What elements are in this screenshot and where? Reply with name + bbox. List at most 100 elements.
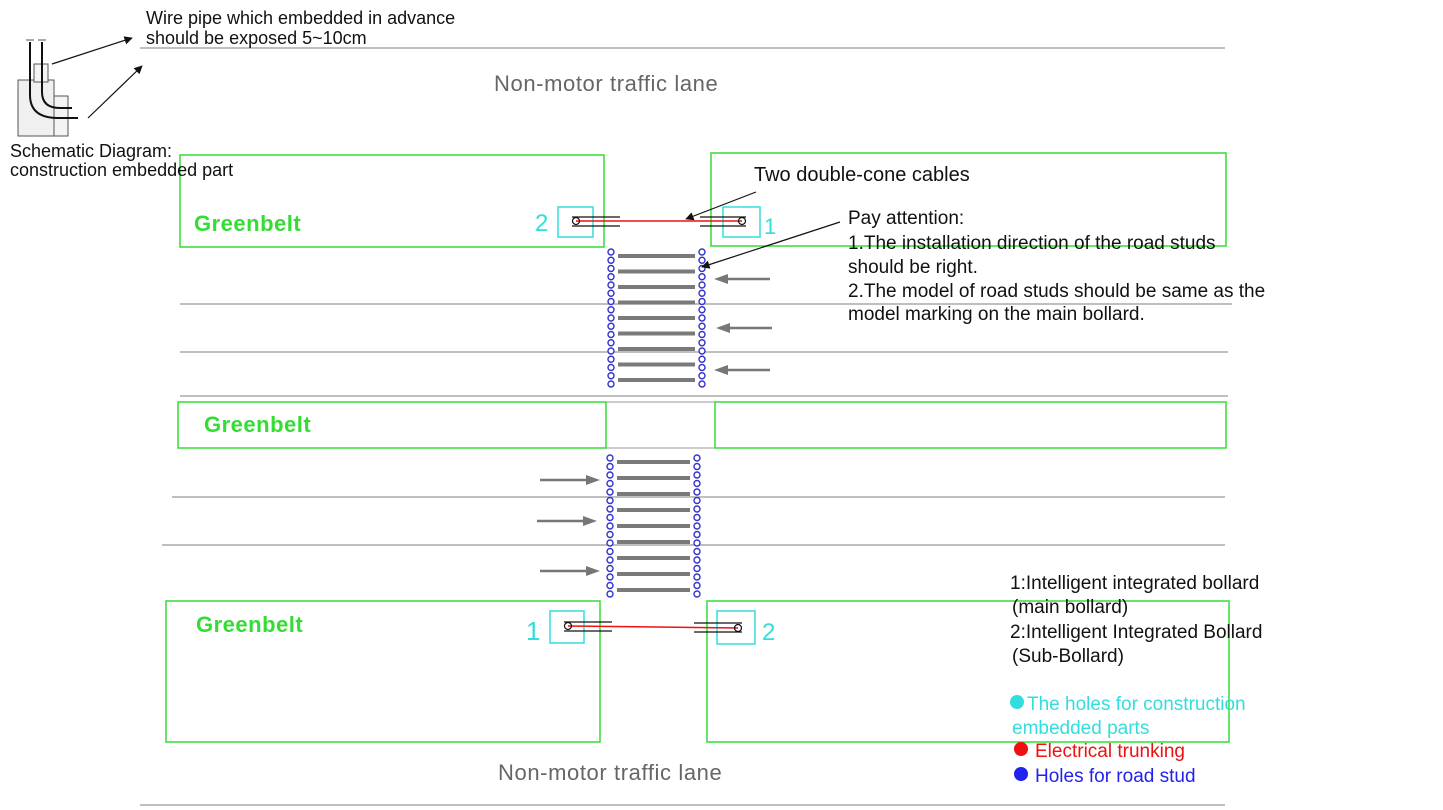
road-stud-hole bbox=[693, 505, 701, 513]
road-stud-hole bbox=[693, 488, 701, 496]
road-stud-hole bbox=[698, 306, 706, 314]
greenbelt-top-right bbox=[710, 152, 1227, 247]
road-stud-hole bbox=[693, 462, 701, 471]
crosswalk-top bbox=[607, 248, 706, 388]
bollard-number: 1 bbox=[526, 616, 540, 646]
road-stud-hole bbox=[698, 273, 706, 281]
legend-embedded-holes-sub: embedded parts bbox=[1012, 718, 1149, 739]
road-stud-hole bbox=[693, 496, 701, 505]
bollard-top-right: 1 bbox=[722, 206, 776, 239]
arrow-left-icon bbox=[716, 323, 772, 333]
lane-label-bottom: Non-motor traffic lane bbox=[498, 760, 722, 785]
attention-item-1b: should be right. bbox=[848, 257, 978, 278]
greenbelt-middle-right bbox=[714, 401, 1227, 449]
road-stud-hole bbox=[693, 479, 701, 488]
legend-sub-bollard: 2:Intelligent Integrated Bollard bbox=[1010, 622, 1262, 643]
road-stud-hole bbox=[607, 363, 615, 372]
road-stud-hole bbox=[693, 539, 701, 547]
road-stud-hole bbox=[607, 330, 615, 339]
road-stud-hole bbox=[607, 273, 615, 281]
road-stud-hole bbox=[693, 454, 701, 462]
road-stud-hole bbox=[607, 347, 615, 355]
wire-pipe-note-line1: Wire pipe which embedded in advance bbox=[146, 8, 455, 28]
road-stud-hole bbox=[698, 355, 706, 363]
road-stud-hole bbox=[607, 289, 615, 297]
road-stud-hole bbox=[607, 339, 615, 347]
road-stud-hole bbox=[607, 306, 615, 314]
road-stud-hole bbox=[606, 513, 614, 522]
legend-sub-bollard-sub: (Sub-Bollard) bbox=[1012, 646, 1124, 667]
legend-main-bollard: 1:Intelligent integrated bollard bbox=[1010, 573, 1259, 594]
cable-bottom bbox=[563, 621, 743, 633]
attention-item-2b: model marking on the main bollard. bbox=[848, 304, 1145, 325]
road-stud-hole bbox=[606, 488, 614, 496]
greenbelt-label-middle: Greenbelt bbox=[204, 412, 311, 437]
road-stud-hole bbox=[698, 248, 706, 256]
road-stud-hole bbox=[606, 462, 614, 471]
arrow-left-icon bbox=[714, 274, 770, 284]
road-stud-hole bbox=[693, 564, 701, 573]
road-stud-hole bbox=[606, 496, 614, 505]
road-stud-hole bbox=[606, 530, 614, 539]
road-stud-hole bbox=[606, 505, 614, 513]
greenbelt-label-top: Greenbelt bbox=[194, 211, 301, 236]
road-stud-hole bbox=[607, 297, 615, 306]
greenbelt-label-bottom: Greenbelt bbox=[196, 612, 303, 637]
bollard-bottom-left: 1 bbox=[526, 610, 585, 646]
attention-title: Pay attention: bbox=[848, 208, 964, 229]
road-stud-hole bbox=[693, 471, 701, 479]
wire-pipe-note-line2: should be exposed 5~10cm bbox=[146, 28, 367, 48]
leader-arrows bbox=[51, 36, 841, 269]
road-stud-hole bbox=[607, 380, 615, 388]
road-stud-hole bbox=[698, 339, 706, 347]
blue-dot-icon bbox=[1014, 767, 1028, 781]
road-stud-hole bbox=[606, 581, 614, 590]
greenbelt-areas bbox=[165, 152, 1230, 743]
legend-road-stud-holes: Holes for road stud bbox=[1035, 766, 1196, 787]
road-stud-hole bbox=[693, 522, 701, 530]
road-stud-hole bbox=[698, 281, 706, 289]
greenbelt-bottom-right bbox=[706, 600, 1230, 743]
legend-embedded-holes: The holes for construction bbox=[1027, 694, 1246, 715]
bollard-number: 2 bbox=[762, 619, 775, 646]
road-stud-hole bbox=[698, 314, 706, 322]
road-stud-hole bbox=[698, 372, 706, 380]
greenbelt-bottom-left bbox=[165, 600, 601, 743]
road-stud-hole bbox=[606, 539, 614, 547]
bollard-box bbox=[557, 206, 594, 238]
attention-item-2a: 2.The model of road studs should be same… bbox=[848, 281, 1265, 302]
road-stud-hole bbox=[693, 573, 701, 581]
arrow-right-icon bbox=[540, 566, 600, 576]
road-stud-hole bbox=[606, 573, 614, 581]
road-stud-hole bbox=[698, 330, 706, 339]
cables-callout: Two double-cone cables bbox=[754, 164, 970, 186]
attention-item-1a: 1.The installation direction of the road… bbox=[848, 233, 1216, 254]
road-stud-hole bbox=[606, 454, 614, 462]
road-stud-hole bbox=[698, 347, 706, 355]
bollard-top-left: 2 bbox=[535, 206, 594, 238]
road-stud-hole bbox=[693, 556, 701, 564]
arrow-left-icon bbox=[714, 365, 770, 375]
schematic-subtitle: construction embedded part bbox=[10, 160, 233, 180]
road-stud-hole bbox=[693, 513, 701, 522]
road-stud-hole bbox=[607, 264, 615, 273]
cable-top bbox=[571, 216, 747, 227]
road-stud-hole bbox=[606, 590, 614, 598]
road-stud-hole bbox=[607, 355, 615, 363]
road-stud-hole bbox=[693, 590, 701, 598]
greenbelt-top-left bbox=[179, 154, 605, 248]
road-stud-hole bbox=[698, 289, 706, 297]
greenbelt-middle-left bbox=[177, 401, 607, 449]
traffic-arrows bbox=[537, 274, 772, 576]
lane-label-top: Non-motor traffic lane bbox=[494, 71, 718, 96]
bollard-number: 2 bbox=[535, 210, 548, 237]
road-stud-hole bbox=[698, 256, 706, 264]
road-stud-hole bbox=[607, 281, 615, 289]
schematic-title: Schematic Diagram: bbox=[10, 141, 172, 161]
road-stud-hole bbox=[607, 372, 615, 380]
bollard-box bbox=[549, 610, 585, 644]
electrical-trunking-line bbox=[567, 625, 739, 629]
road-stud-hole bbox=[607, 314, 615, 322]
arrow-right-icon bbox=[537, 516, 597, 526]
